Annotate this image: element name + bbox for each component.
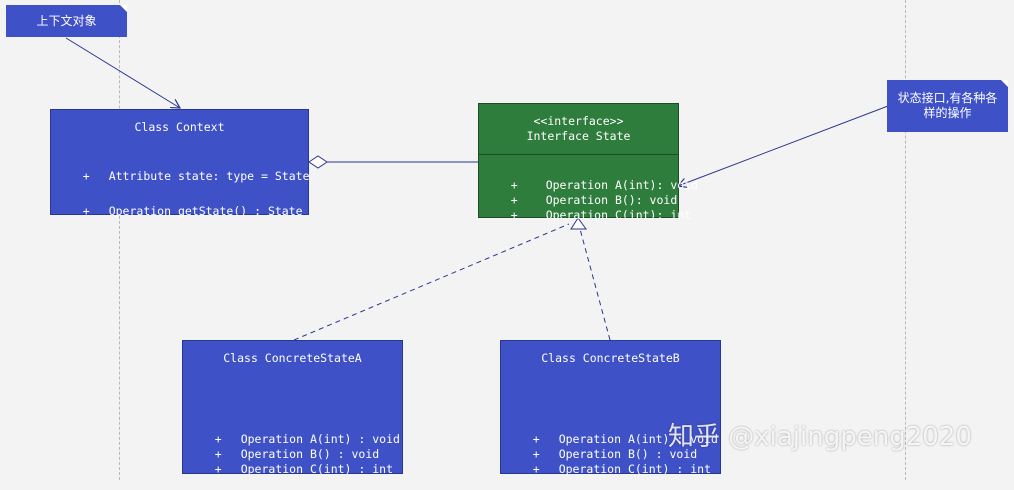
member-row: + Operation B() : void [187, 433, 379, 475]
note-state-link [678, 105, 889, 186]
visibility-marker: + [510, 208, 518, 222]
realization-line-b [579, 228, 611, 341]
interface-stereotype: <<interface>> [533, 114, 624, 128]
note-fold-icon [120, 5, 127, 12]
interface-divider [479, 154, 678, 155]
member-text: Operation B() : void [240, 447, 380, 461]
concrete-state-b-title: Class ConcreteStateB [541, 351, 680, 365]
visibility-marker: + [214, 432, 222, 446]
note-context-link [65, 37, 180, 108]
watermark: 知乎 @xiajingpeng2020 [668, 422, 972, 452]
realization-line-a [293, 223, 570, 341]
context-note: 上下文对象 [6, 5, 127, 37]
member-row: + Operation B() : void [505, 433, 697, 475]
interface-state-title: Interface State [526, 129, 631, 143]
realization-arrowhead [570, 217, 587, 230]
state-note: 状态接口,有各种各样的操作 [887, 80, 1008, 132]
class-concrete-state-b: Class ConcreteStateB + Operation A(int) :… [500, 340, 721, 476]
member-text: Operation B(): void [545, 193, 678, 207]
member-text: Attribute state: type = State [108, 169, 310, 183]
guide-line-left [119, 0, 120, 480]
member-text: Operation A(int) : void [240, 432, 400, 446]
member-row: + Operation B(): void [483, 179, 678, 221]
note-fold-icon [1001, 80, 1008, 87]
interface-state: <<interface>> Interface State + Operation… [478, 103, 698, 222]
visibility-marker: + [532, 447, 540, 461]
class-context-title: Class Context [134, 120, 225, 134]
state-note-text: 状态接口,有各种各样的操作 [897, 91, 998, 120]
member-text: Operation C(int) : int [240, 462, 394, 476]
visibility-marker: + [532, 462, 540, 476]
context-note-text: 上下文对象 [36, 13, 97, 28]
member-text: Operation C(int): int [545, 208, 692, 222]
member-row: + Operation C(int): int [483, 194, 691, 236]
visibility-marker: + [532, 432, 540, 446]
visibility-marker: + [510, 193, 518, 207]
member-text: Operation A(int): void [545, 178, 699, 192]
visibility-marker: + [214, 462, 222, 476]
class-context: Class Context + Attribute state: type = S… [50, 109, 310, 218]
member-row: + Operation C(int) : int [187, 448, 393, 490]
member-row: + Operation A(int) : void [505, 418, 718, 460]
member-row: + Operation C(int) : int [505, 448, 711, 490]
member-text: Operation B() : void [558, 447, 698, 461]
member-row: + Operation getState() : State [55, 190, 303, 232]
visibility-marker: + [82, 169, 90, 183]
member-row: + Operation A(int): void [483, 164, 698, 206]
visibility-marker: + [214, 447, 222, 461]
member-text: Operation C(int) : int [558, 462, 712, 476]
class-concrete-state-a: Class ConcreteStateA + Operation A(int) :… [182, 340, 403, 476]
visibility-marker: + [510, 178, 518, 192]
concrete-state-a-title: Class ConcreteStateA [223, 351, 362, 365]
member-text: Operation getState() : State [108, 204, 303, 218]
member-text: Operation A(int) : void [558, 432, 718, 446]
member-row: + Operation A(int) : void [187, 418, 400, 460]
aggregation-diamond [308, 155, 328, 169]
visibility-marker: + [82, 204, 90, 218]
connectors [65, 37, 889, 341]
guide-line-right [905, 0, 906, 480]
member-row: + Attribute state: type = State [55, 155, 310, 197]
